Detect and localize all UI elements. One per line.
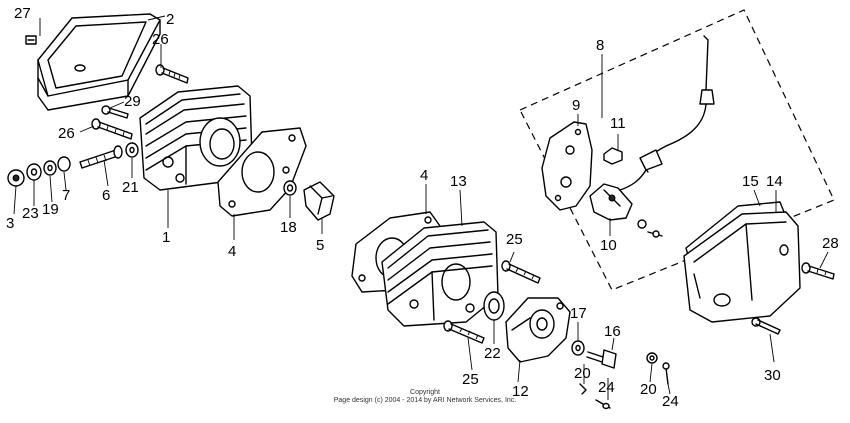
copyright-line-2: Page design (c) 2004 - 2014 by ARI Netwo… [334,397,517,404]
callout-28: 28 [822,235,839,252]
callout-3: 3 [6,215,14,232]
callout-25a: 25 [506,231,523,248]
callout-26b: 26 [58,125,75,142]
leader-lines [13,15,829,400]
part-20-clip-left[interactable] [579,383,587,395]
part-2-cover[interactable] [37,13,161,111]
part-8-cable[interactable] [619,35,715,191]
part-22-seal[interactable] [483,291,505,321]
part-29-bolt[interactable] [101,105,129,119]
callout-20b: 20 [640,381,657,398]
callout-5: 5 [316,237,324,254]
callout-21: 21 [122,179,139,196]
part-9-stator-plate[interactable] [541,121,593,211]
part-25-bolt-lower[interactable] [443,320,485,344]
callout-20a: 20 [574,365,591,382]
callout-4a: 4 [228,243,236,260]
callout-labels: 27 2 26 29 26 3 23 19 7 6 21 1 4 18 5 8 … [6,5,839,410]
callout-11: 11 [610,115,626,132]
part-27-screw[interactable] [25,35,37,45]
callout-26a: 26 [152,31,169,48]
part-8-assembly-box [519,9,835,291]
callout-25b: 25 [462,371,479,388]
callout-1: 1 [162,229,170,246]
part-19-washer[interactable] [43,160,57,176]
part-10-contact-points[interactable] [589,183,663,238]
part-26-bolt-lower[interactable] [91,118,133,140]
callout-9: 9 [572,97,580,114]
part-17-washer[interactable] [571,340,585,356]
callout-14: 14 [766,173,783,190]
callout-13: 13 [450,173,467,190]
part-18-washer[interactable] [283,180,297,196]
callout-15: 15 [742,173,759,190]
callout-18: 18 [280,219,297,236]
part-11-condenser[interactable] [603,147,623,165]
part-25-bolt-upper[interactable] [501,260,541,284]
part-12-housing[interactable] [505,297,571,363]
callout-29: 29 [124,93,141,110]
callout-10: 10 [600,237,617,254]
callout-24b: 24 [662,393,679,410]
part-30-bolt[interactable] [751,317,781,335]
part-16-bolt[interactable] [586,349,617,369]
callout-17: 17 [570,305,587,322]
callout-16: 16 [604,323,621,340]
part-28-bolt[interactable] [801,262,835,280]
callout-23: 23 [22,205,39,222]
part-26-bolt-upper[interactable] [155,64,189,84]
part-21-nut[interactable] [125,142,139,158]
copyright-notice: Copyright Page design (c) 2004 - 2014 by… [334,389,517,404]
callout-4b: 4 [420,167,428,184]
part-23-washer[interactable] [26,163,42,181]
part-5-plug[interactable] [303,181,335,221]
part-24-screw-right[interactable] [662,362,670,385]
part-3-nut[interactable] [7,169,25,187]
callout-12: 12 [512,383,529,400]
callout-30: 30 [764,367,781,384]
callout-24a: 24 [598,379,615,396]
part-14-cover[interactable] [683,211,801,323]
part-7-seal[interactable] [57,156,71,172]
callout-19: 19 [42,201,59,218]
callout-7: 7 [62,187,70,204]
part-24-screw-left[interactable] [595,399,611,410]
part-20-washer-right[interactable] [646,352,658,364]
callout-27a: 27 [14,5,31,22]
copyright-line-1: Copyright [410,389,440,396]
callout-22: 22 [484,345,501,362]
callout-6: 6 [102,187,110,204]
part-6-shaft[interactable] [79,145,123,169]
callout-2: 2 [166,11,174,28]
callout-8: 8 [596,37,604,54]
